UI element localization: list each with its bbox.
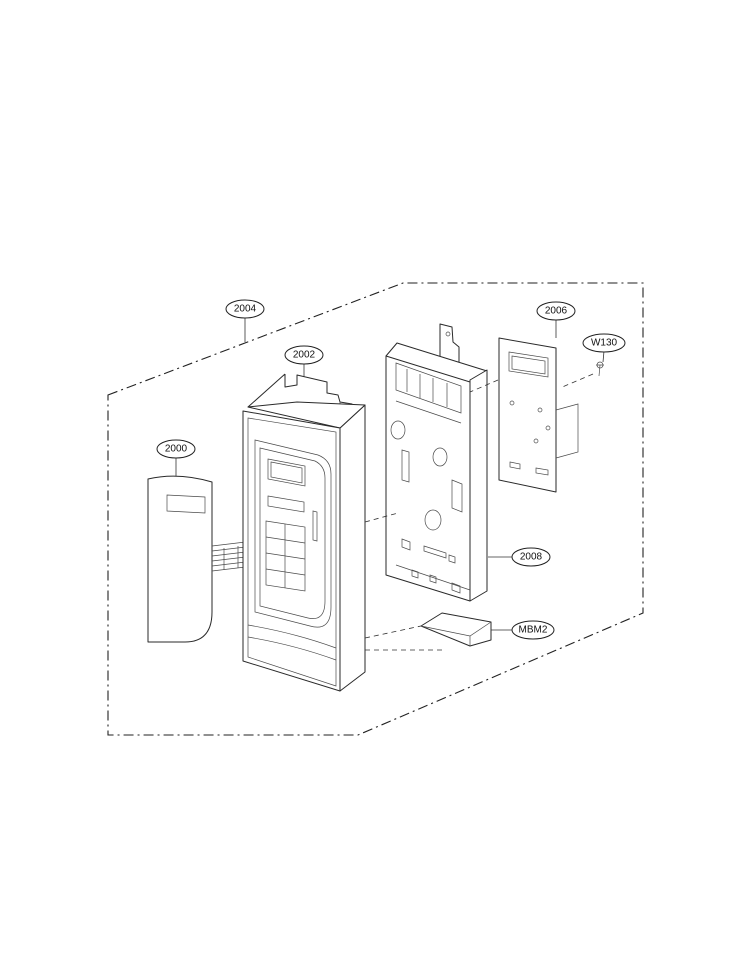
part-w130-screw (596, 361, 604, 377)
callout-mbm2: MBM2 (511, 620, 555, 640)
callout-w130: W130 (582, 333, 626, 353)
part-2006-pcb (498, 337, 579, 493)
part-mbm2 (420, 612, 492, 647)
assembly-guide-lines (364, 373, 594, 651)
part-2008-chassis (385, 323, 488, 602)
callout-2006: 2006 (536, 301, 576, 321)
assembly-boundary (107, 282, 644, 736)
svg-text:2008: 2008 (520, 552, 543, 563)
svg-text:W130: W130 (591, 338, 618, 349)
svg-text:2000: 2000 (165, 444, 188, 455)
svg-text:MBM2: MBM2 (519, 625, 548, 636)
svg-text:2004: 2004 (234, 304, 257, 315)
callout-2000: 2000 (156, 439, 196, 459)
callout-2002: 2002 (284, 345, 324, 365)
part-2000-panel (147, 475, 263, 643)
part-2002-frame (242, 373, 366, 692)
callout-2008: 2008 (511, 547, 551, 567)
callout-2004: 2004 (225, 299, 265, 319)
svg-text:2006: 2006 (545, 306, 568, 317)
callout-leaders (175, 318, 605, 631)
svg-text:2002: 2002 (293, 350, 316, 361)
